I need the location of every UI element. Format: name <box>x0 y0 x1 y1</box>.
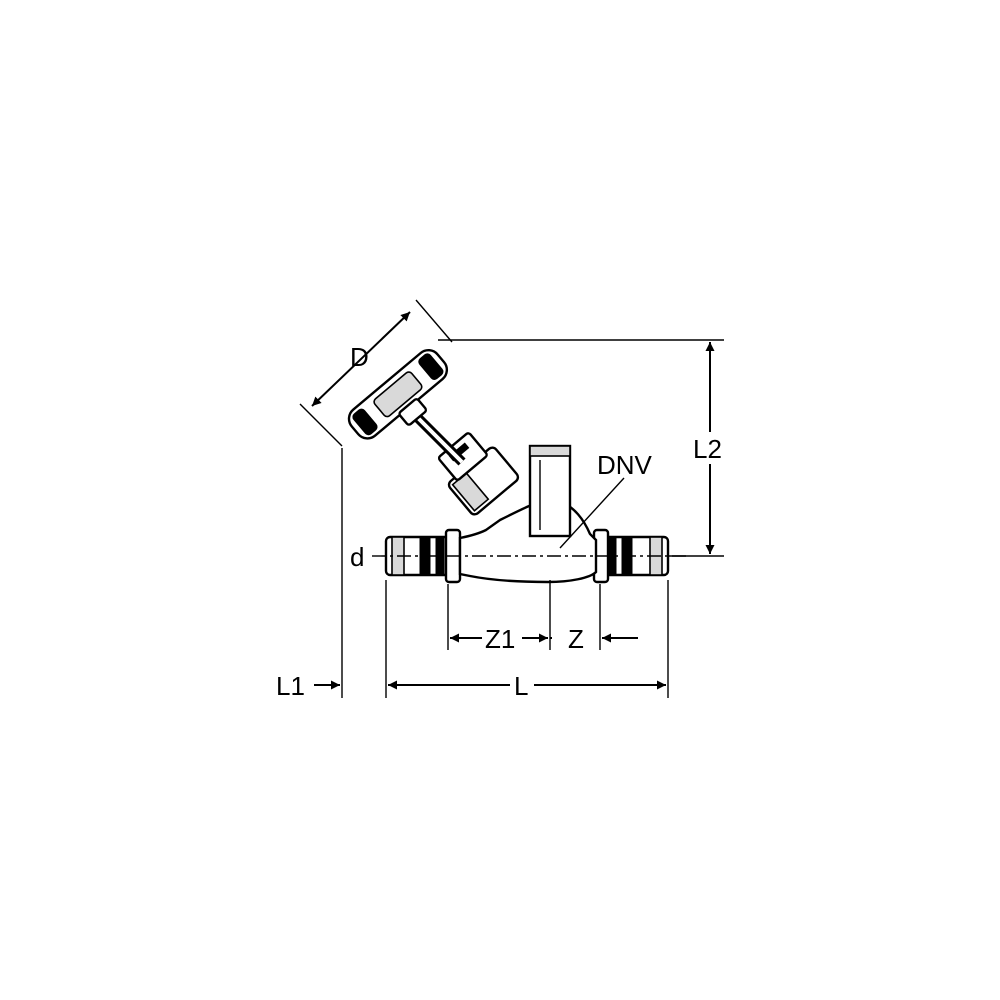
dimension-d: d <box>350 542 364 572</box>
dimension-D: D <box>299 299 453 447</box>
label-Z: Z <box>568 624 584 654</box>
label-L2: L2 <box>693 434 722 464</box>
dimension-L2: L2 <box>438 339 730 557</box>
dimension-Z1: Z1 <box>450 622 548 654</box>
dimension-L: L <box>388 670 666 701</box>
dimension-Z: Z <box>550 624 638 654</box>
label-L: L <box>514 671 528 701</box>
dimension-DNV: DNV <box>559 450 653 549</box>
dimension-L1: L1 <box>276 671 340 701</box>
drain-port <box>528 444 572 538</box>
label-Z1: Z1 <box>485 624 515 654</box>
valve-body <box>347 348 690 584</box>
label-L1: L1 <box>276 671 305 701</box>
label-D: D <box>350 342 369 372</box>
label-DNV: DNV <box>597 450 653 480</box>
label-d: d <box>350 542 364 572</box>
